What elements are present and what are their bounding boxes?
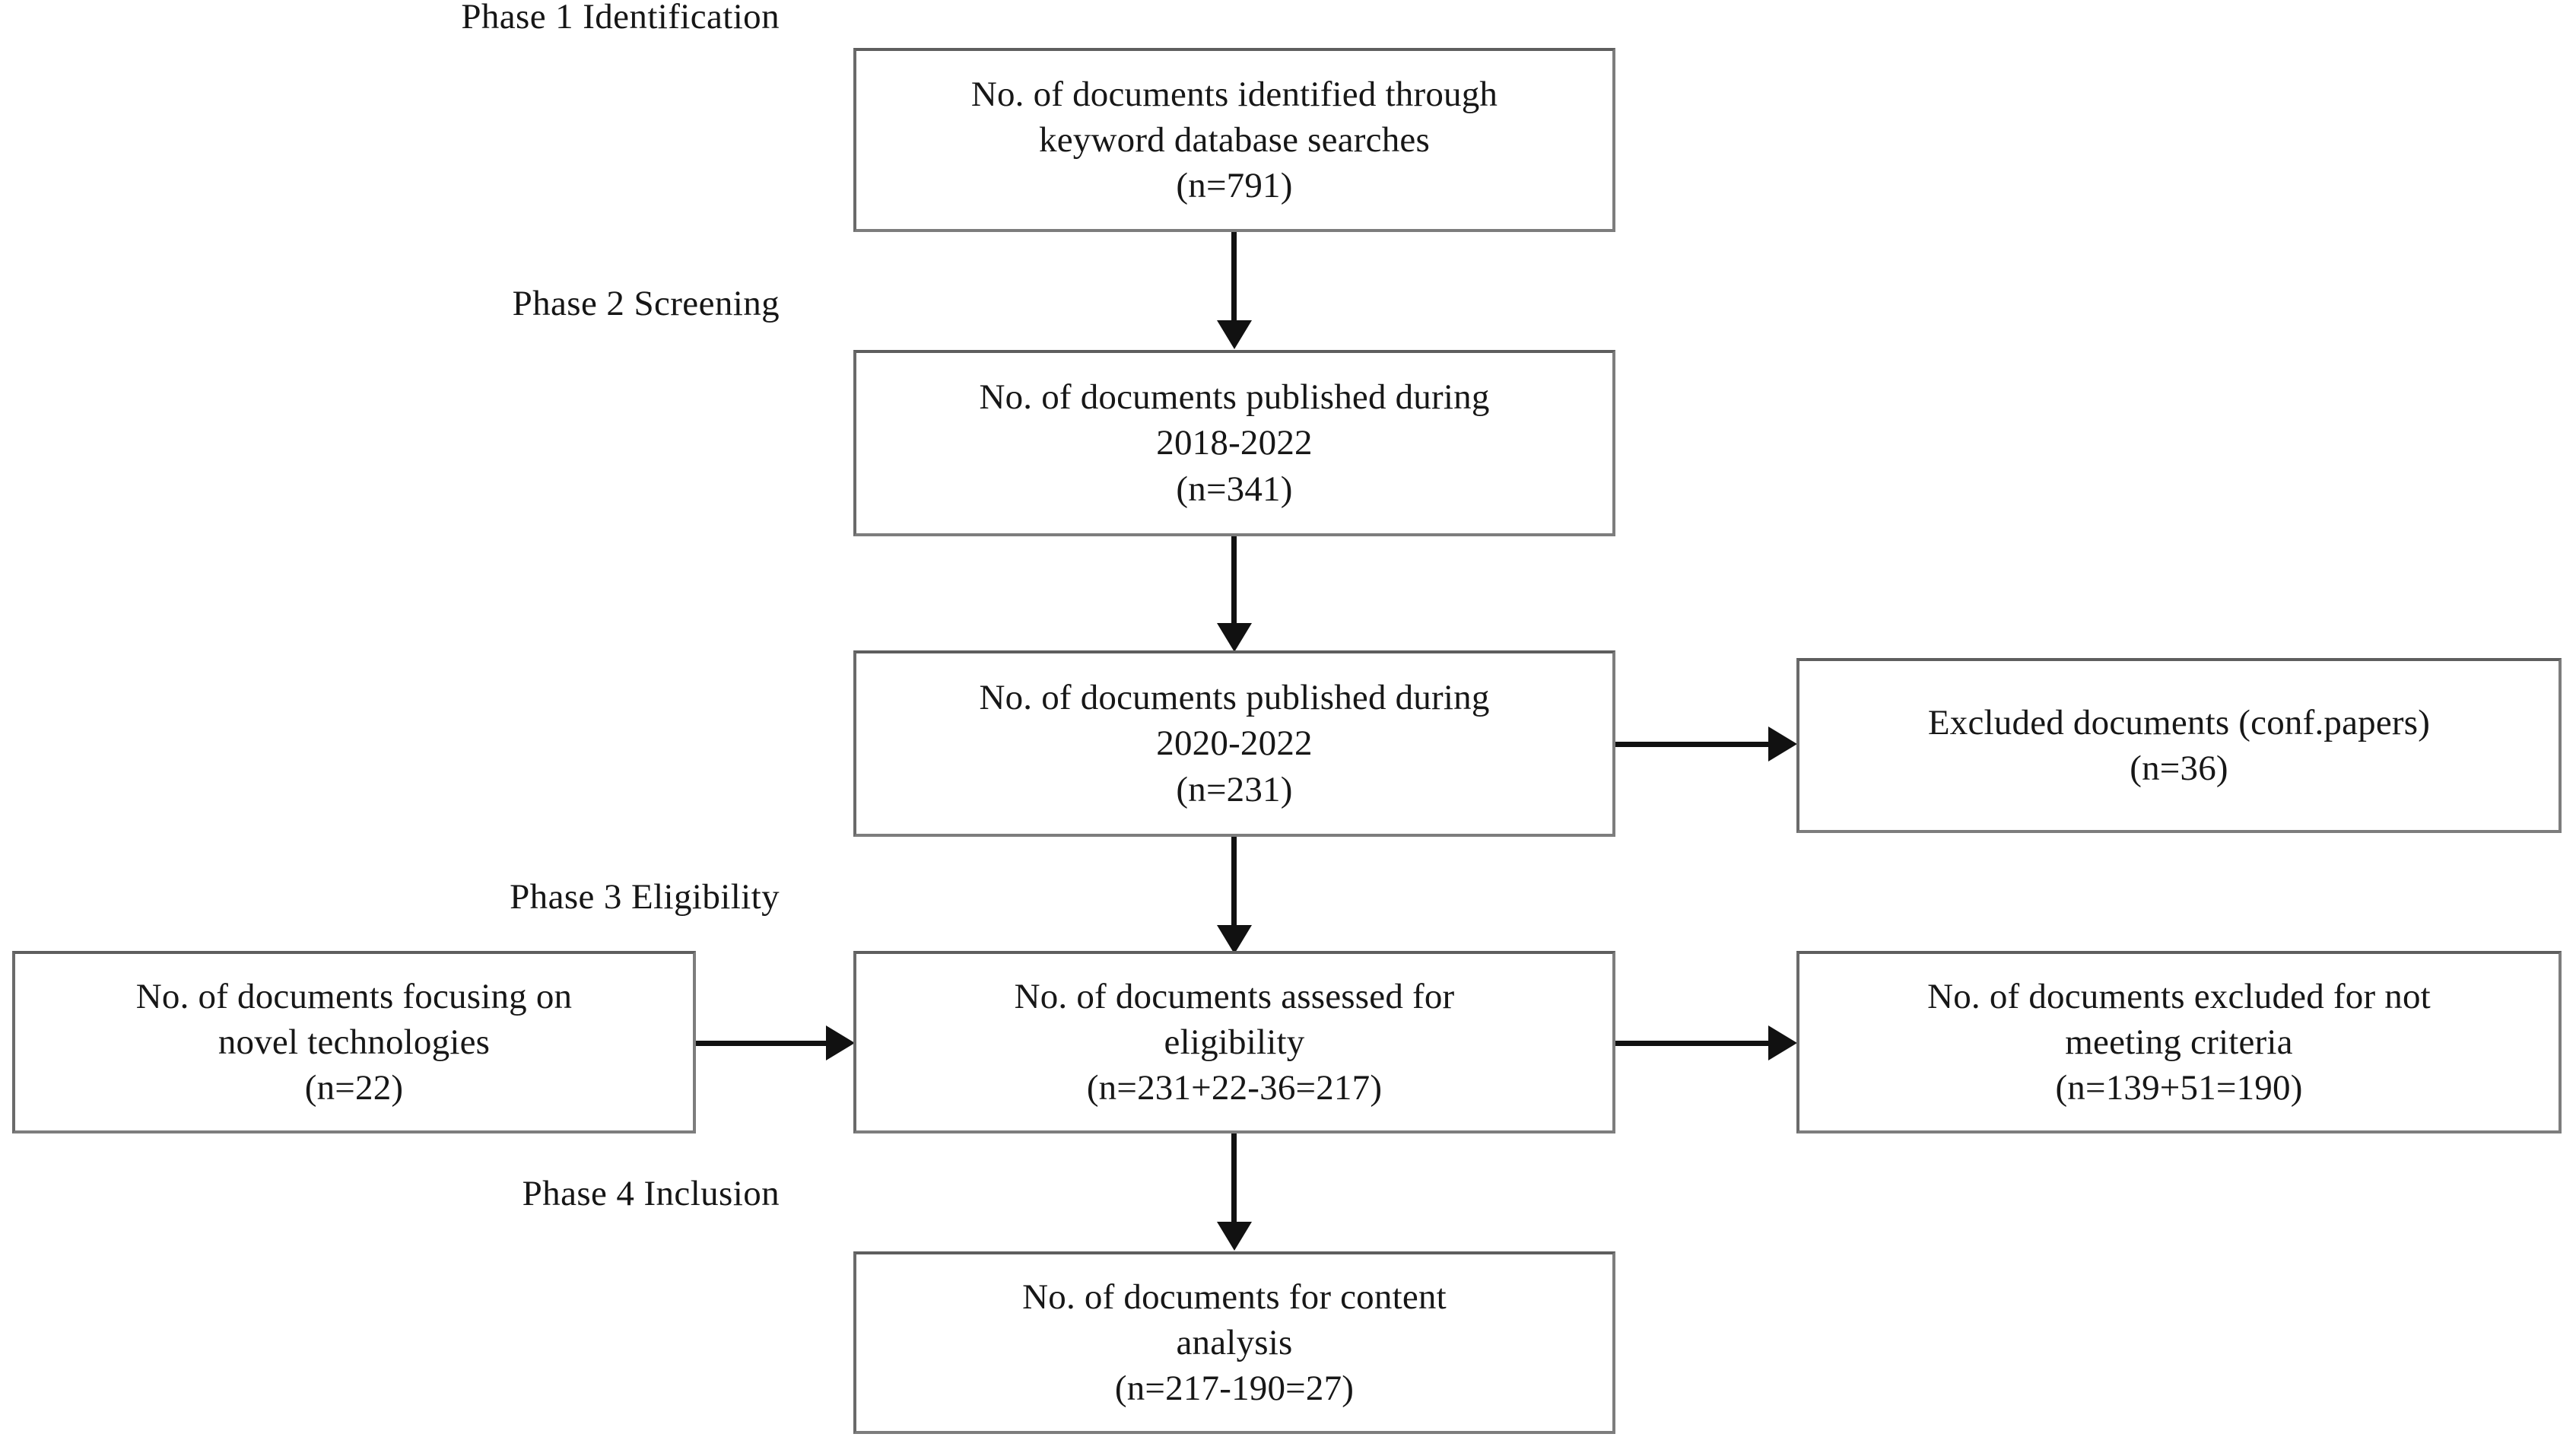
arrowhead-published2020-to-assessed-icon <box>1217 925 1252 954</box>
node-line-2: 2020-2022 <box>1156 723 1313 764</box>
phase-label-eligibility: Phase 3 Eligibility <box>510 877 780 917</box>
node-line-1: No. of documents for content <box>1022 1277 1447 1317</box>
phase-label-screening: Phase 2 Screening <box>512 284 780 323</box>
node-documents-novel-technologies: No. of documents focusing on novel techn… <box>12 951 696 1133</box>
arrowhead-published2018-to-published2020-icon <box>1217 623 1252 652</box>
connector-published2020-to-assessed <box>1231 837 1237 930</box>
node-line-2: keyword database searches <box>1039 119 1430 160</box>
node-count: (n=791) <box>1176 166 1293 206</box>
node-line-1: No. of documents focusing on <box>135 976 573 1016</box>
connector-assessed-to-excluded-criteria <box>1615 1041 1771 1046</box>
node-count: (n=217-190=27) <box>1114 1369 1355 1409</box>
connector-assessed-to-content-analysis <box>1231 1133 1237 1225</box>
phase-label-inclusion: Phase 4 Inclusion <box>522 1174 780 1213</box>
node-excluded-conference-papers: Excluded documents (conf.papers) (n=36) <box>1796 658 2562 833</box>
node-line-1: Excluded documents (conf.papers) <box>1927 702 2431 742</box>
arrowhead-published2020-to-excluded-conf-icon <box>1768 726 1797 761</box>
node-line-1: No. of documents published during <box>979 678 1490 718</box>
phase-label-identification: Phase 1 Identification <box>461 0 780 37</box>
node-line-1: No. of documents assessed for <box>1014 976 1455 1016</box>
node-line-1: No. of documents published during <box>979 377 1490 418</box>
node-documents-excluded-criteria: No. of documents excluded for not meetin… <box>1796 951 2562 1133</box>
arrowhead-assessed-to-excluded-criteria-icon <box>1768 1025 1797 1060</box>
node-documents-assessed-eligibility: No. of documents assessed for eligibilit… <box>853 951 1615 1133</box>
node-documents-identified: No. of documents identified through keyw… <box>853 48 1615 232</box>
node-line-1: No. of documents identified through <box>970 74 1498 114</box>
node-line-2: analysis <box>1176 1322 1293 1362</box>
node-line-2: novel technologies <box>218 1022 491 1062</box>
node-count: (n=22) <box>304 1068 404 1108</box>
node-documents-content-analysis: No. of documents for content analysis (n… <box>853 1251 1615 1434</box>
arrowhead-novel-to-assessed-icon <box>826 1025 855 1060</box>
arrowhead-assessed-to-content-analysis-icon <box>1217 1222 1252 1251</box>
node-count: (n=341) <box>1176 469 1293 509</box>
connector-identified-to-published2018 <box>1231 232 1237 325</box>
node-count: (n=36) <box>2130 749 2228 788</box>
node-line-2: eligibility <box>1164 1022 1305 1062</box>
connector-novel-to-assessed <box>696 1041 829 1046</box>
arrowhead-identified-to-published2018-icon <box>1217 320 1252 349</box>
connector-published2018-to-published2020 <box>1231 536 1237 629</box>
node-count: (n=231+22-36=217) <box>1086 1068 1383 1108</box>
node-count: (n=139+51=190) <box>2055 1068 2303 1108</box>
node-line-1: No. of documents excluded for not <box>1927 976 2431 1016</box>
node-line-2: 2018-2022 <box>1156 423 1313 463</box>
connector-published2020-to-excluded-conf <box>1615 742 1771 747</box>
node-line-2: meeting criteria <box>2065 1022 2293 1062</box>
node-documents-published-2020-2022: No. of documents published during 2020-2… <box>853 650 1615 837</box>
node-documents-published-2018-2022: No. of documents published during 2018-2… <box>853 350 1615 536</box>
node-count: (n=231) <box>1176 769 1293 809</box>
